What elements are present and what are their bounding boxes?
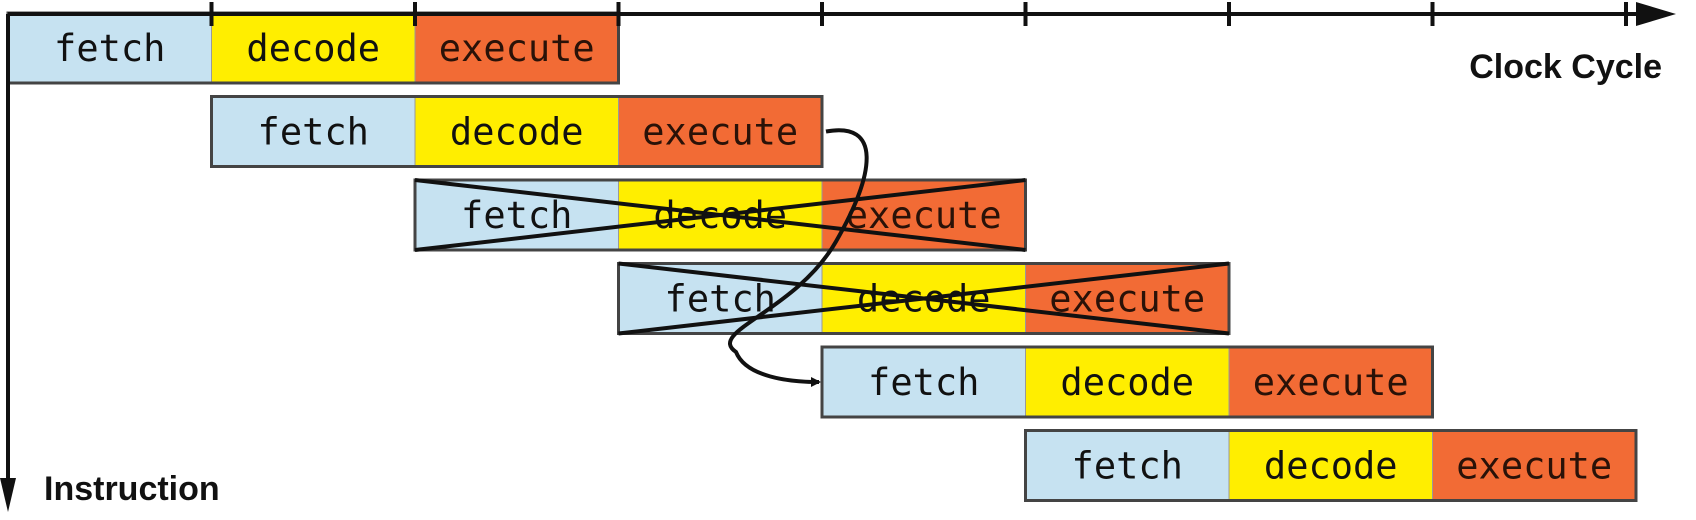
flush-cross-line <box>414 178 1026 252</box>
clock-ticks <box>209 2 1628 26</box>
stage-decode-box <box>1229 430 1433 501</box>
stage-decode-box <box>1025 347 1229 417</box>
clock-cycle-label: Clock Cycle <box>1469 48 1662 86</box>
stage-fetch-box <box>211 96 415 167</box>
stage-decode-label: decode <box>246 27 380 70</box>
instruction-row-5: fetch decode execute <box>820 345 1434 419</box>
stage-execute-label: execute <box>642 111 798 154</box>
stage-fetch-label: fetch <box>54 27 165 70</box>
stage-execute-label: execute <box>1253 361 1409 404</box>
stage-execute-label: execute <box>846 194 1002 237</box>
stage-execute-label: execute <box>1456 445 1612 488</box>
branch-redirect-arrow <box>728 128 869 387</box>
instruction-label: Instruction <box>44 470 220 508</box>
instruction-row-1: fetch decode execute <box>6 11 620 85</box>
stage-fetch-label: fetch <box>258 111 369 154</box>
instruction-box-outline <box>413 178 1027 252</box>
stage-fetch-label: fetch <box>868 361 979 404</box>
clock-cycle-axis-arrowhead <box>1636 2 1676 26</box>
instruction-box-outline <box>820 345 1434 419</box>
stage-execute-box <box>618 96 822 167</box>
stage-fetch-box <box>8 13 212 83</box>
stage-decode-box <box>415 96 619 167</box>
stage-fetch-box <box>822 347 1026 417</box>
stage-decode-box <box>211 13 415 83</box>
stage-fetch-label: fetch <box>665 278 776 321</box>
instruction-box-outline <box>1024 429 1638 502</box>
stage-execute-label: execute <box>1049 278 1205 321</box>
stage-execute-box <box>1229 347 1433 417</box>
instruction-row-2: fetch decode execute <box>210 95 824 168</box>
stage-decode-label: decode <box>1264 445 1398 488</box>
instruction-box-outline <box>210 95 824 168</box>
stage-fetch-label: fetch <box>461 194 572 237</box>
instruction-box-outline <box>617 262 1231 335</box>
stage-fetch-box <box>1025 430 1229 501</box>
stage-fetch-label: fetch <box>1072 445 1183 488</box>
stage-execute-label: execute <box>439 27 595 70</box>
axes: Clock Cycle Instruction <box>0 2 1676 512</box>
instruction-row-6: fetch decode execute <box>1024 429 1638 502</box>
stage-decode-label: decode <box>450 111 584 154</box>
stage-execute-box <box>1432 430 1636 501</box>
stage-execute-box <box>415 13 619 83</box>
instruction-axis-arrowhead <box>0 478 16 512</box>
stage-decode-label: decode <box>1060 361 1194 404</box>
instruction-rows: fetch decode execute fetch decode execute fetc… <box>6 11 1638 502</box>
flush-cross-line <box>618 261 1230 336</box>
